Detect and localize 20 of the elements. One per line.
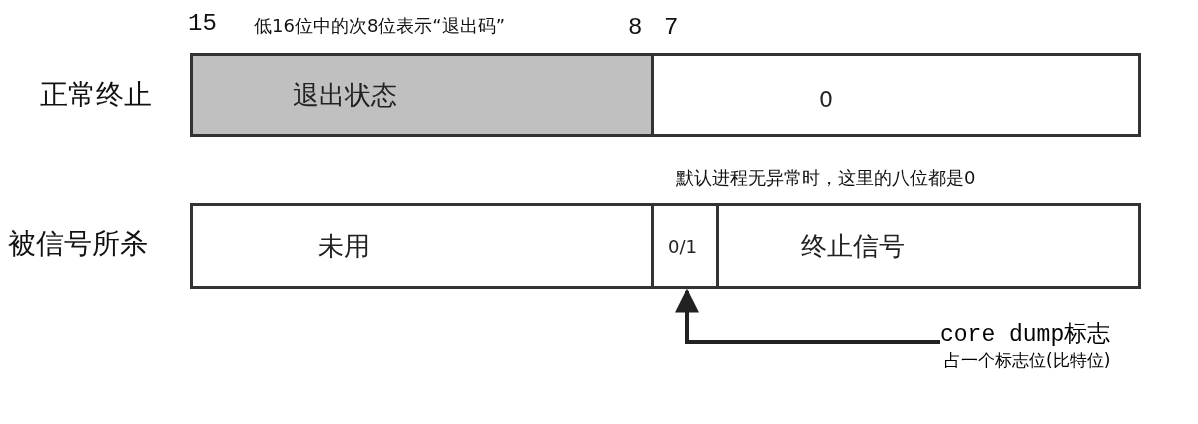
- note-text: 默认进程无异常时，这里的八位都是0: [676, 166, 976, 190]
- bit-field-box: [651, 203, 719, 289]
- bit-field-box: [651, 53, 1141, 137]
- row-label: 被信号所杀: [8, 226, 148, 262]
- field-label: 退出状态: [293, 78, 397, 112]
- field-label: 0/1: [668, 235, 697, 257]
- field-label: 终止信号: [801, 229, 905, 263]
- arrow: [675, 288, 940, 344]
- field-label: 0: [819, 86, 833, 112]
- note-text: 低16位中的次8位表示“退出码”: [254, 14, 505, 38]
- row-label: 正常终止: [40, 77, 152, 113]
- annotation-title: core dump标志: [940, 321, 1112, 349]
- annotation-note: 占一个标志位(比特位): [944, 349, 1112, 372]
- bit-number: 8: [628, 14, 643, 41]
- bit-number: 15: [188, 10, 217, 37]
- field-label: 未用: [318, 229, 370, 263]
- bit-field-box: [716, 203, 1141, 289]
- bit-field-box: [190, 203, 654, 289]
- bit-number: 7: [664, 14, 679, 41]
- bit-field-box: [190, 53, 654, 137]
